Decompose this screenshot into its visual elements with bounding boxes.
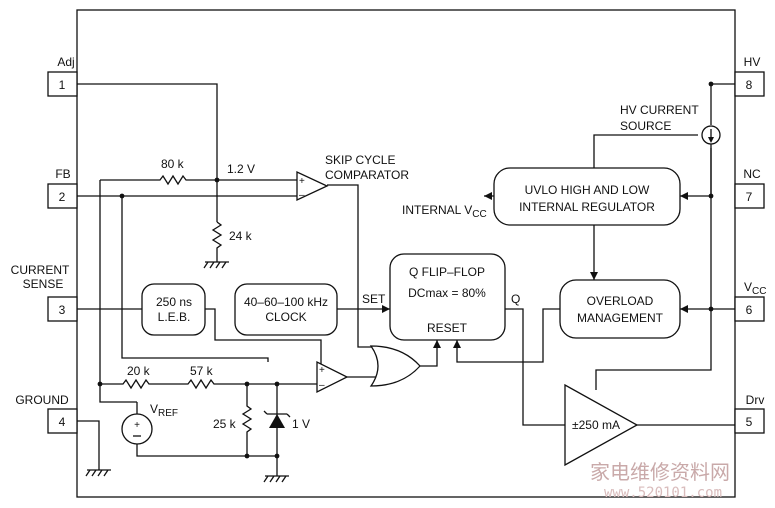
watermark-url: www.520101.com (604, 485, 722, 501)
pin-5: 5 Drv (734, 393, 765, 434)
pin-6: 6 VCC (734, 280, 766, 322)
overload-line2: MANAGEMENT (577, 311, 664, 325)
pin-6-number: 6 (746, 303, 753, 317)
pin-4: 4 GROUND (15, 393, 78, 434)
flipflop-block: Q FLIP–FLOP DCmax = 80% RESET SET Q (362, 253, 520, 341)
hv-label-line2: SOURCE (620, 119, 671, 133)
hv-current-source (701, 125, 721, 145)
internal-vcc-label: INTERNAL VCC (402, 203, 487, 220)
or-gate (369, 345, 421, 387)
pin-2: 2 FB (47, 167, 78, 209)
skip-label-line2: COMPARATOR (325, 168, 409, 182)
pin-7-name: NC (743, 167, 761, 181)
vref-source: + (121, 402, 153, 445)
pwm-minus: – (319, 380, 325, 391)
flipflop-line2: DCmax = 80% (408, 286, 486, 300)
overload-block: OVERLOAD MANAGEMENT (559, 279, 681, 339)
vref-plus: + (134, 420, 140, 431)
pin-4-name: GROUND (15, 393, 69, 407)
r20k-label: 20 k (127, 364, 151, 378)
r24k-label: 24 k (229, 229, 253, 243)
pin-2-name: FB (55, 167, 70, 181)
flipflop-line1: Q FLIP–FLOP (409, 265, 485, 279)
clock-block: 40–60–100 kHz CLOCK (234, 283, 338, 336)
pin-1-number: 1 (59, 78, 66, 92)
uvlo-block: UVLO HIGH AND LOW INTERNAL REGULATOR (493, 167, 681, 226)
arrowheads (382, 192, 688, 348)
pin-1-name: Adj (57, 55, 74, 69)
v12-label: 1.2 V (227, 162, 255, 176)
output-driver (564, 383, 639, 467)
junction-dots (97, 81, 714, 459)
driver-label: ±250 mA (572, 418, 620, 432)
pin-3-name-line2: SENSE (23, 277, 64, 291)
pin-5-name: Drv (746, 393, 765, 407)
flipflop-set: SET (362, 292, 386, 306)
pin-6-name: VCC (744, 280, 766, 297)
pin-8-name: HV (744, 55, 761, 69)
pin-8: 8 HV (734, 55, 765, 97)
pin-5-number: 5 (746, 415, 753, 429)
skip-minus: – (299, 190, 305, 201)
pin-3-number: 3 (59, 303, 66, 317)
pin-1: 1 Adj (47, 55, 78, 97)
vref-label: VREF (150, 402, 178, 419)
uvlo-line2: INTERNAL REGULATOR (519, 200, 655, 214)
pin-4-number: 4 (59, 415, 66, 429)
leb-line2: L.E.B. (158, 310, 191, 324)
skip-cycle-comparator: + – (296, 170, 329, 202)
pin-7: 7 NC (734, 167, 765, 209)
pwm-plus: + (319, 365, 325, 376)
clock-line2: CLOCK (265, 310, 306, 324)
pin-7-number: 7 (746, 190, 753, 204)
leb-line1: 250 ns (156, 295, 192, 309)
pwm-comparator: + – (316, 360, 349, 394)
flipflop-q: Q (511, 292, 520, 306)
r80k-label: 80 k (161, 157, 185, 171)
overload-line1: OVERLOAD (587, 294, 654, 308)
r57k-label: 57 k (190, 364, 214, 378)
pin-3: 3 CURRENT SENSE (11, 263, 78, 322)
clock-line1: 40–60–100 kHz (244, 295, 328, 309)
ground-symbols (85, 261, 289, 483)
zener-diode (263, 410, 291, 428)
pin-2-number: 2 (59, 190, 66, 204)
r25k-label: 25 k (213, 417, 237, 431)
hv-label-line1: HV CURRENT (620, 103, 699, 117)
skip-plus: + (299, 176, 305, 187)
pin-3-name-line1: CURRENT (11, 263, 70, 277)
pin-8-number: 8 (746, 78, 753, 92)
watermark-cn: 家电维修资料网 (590, 460, 730, 484)
leb-block: 250 ns L.E.B. (141, 283, 206, 336)
skip-label-line1: SKIP CYCLE (325, 153, 395, 167)
uvlo-line1: UVLO HIGH AND LOW (525, 183, 650, 197)
v1-label: 1 V (292, 417, 310, 431)
flipflop-reset: RESET (427, 321, 468, 335)
